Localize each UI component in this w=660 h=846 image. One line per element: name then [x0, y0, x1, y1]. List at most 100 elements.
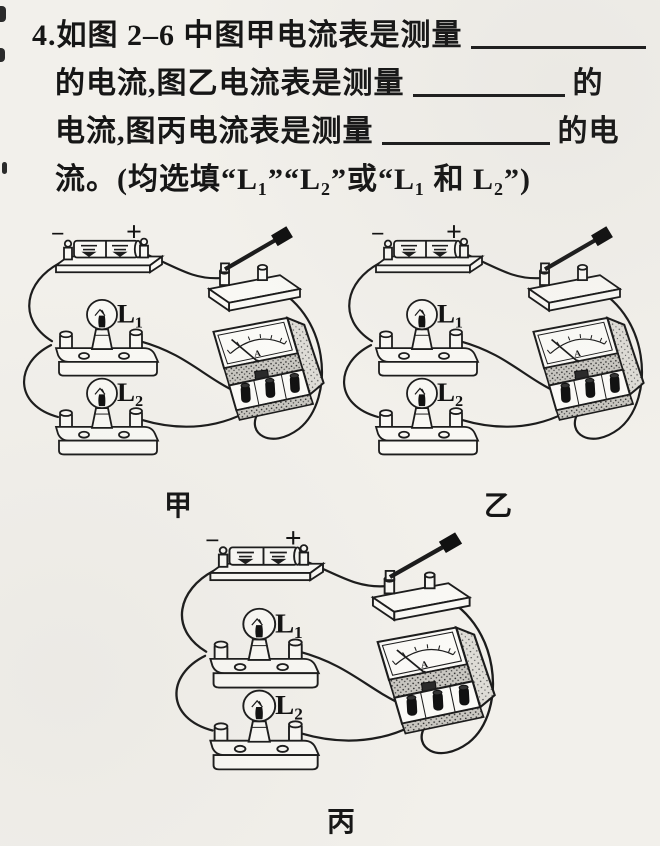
circuit-illustration: − +: [343, 224, 645, 456]
knife-switch: [206, 226, 303, 313]
ammeter: A: [376, 625, 496, 735]
circuit-wires: [175, 561, 495, 755]
lamp1-base-top: [209, 657, 321, 675]
wire-lamp1-to-ammeter: [458, 340, 561, 395]
ammeter-terminals: [560, 372, 620, 403]
wire-battery-to-lamp1: [180, 569, 215, 653]
switch-base-left: [208, 287, 230, 313]
ammeter-panel-divider: [253, 379, 260, 405]
ammeter-dial-border: [537, 321, 613, 365]
battery-cell-markings: [236, 551, 287, 565]
lamp2-base-top: [374, 425, 480, 442]
question-line-2: 的电流,图乙电流表是测量 的: [55, 64, 604, 104]
battery-screw-right: [139, 237, 149, 246]
ammeter-unit-label: A: [421, 660, 429, 671]
battery-plus-label: +: [285, 530, 302, 554]
battery-minus-label: −: [205, 530, 220, 554]
lamp-1: [54, 298, 160, 377]
switch-lever: [223, 237, 278, 272]
battery-base-side: [309, 561, 324, 582]
lamp1-label: L₁: [117, 299, 143, 329]
question-line-1: 4.如图 2–6 中图甲电流表是测量: [32, 16, 646, 56]
lamp2-base-hole: [233, 744, 247, 753]
battery-clip-right: [298, 551, 310, 566]
lamp2-base-top: [54, 425, 160, 442]
ammeter: A: [532, 316, 645, 421]
lamp2-label: L₂: [117, 377, 143, 407]
lamp1-base-hole: [438, 352, 450, 360]
lamp2-base-front: [58, 439, 158, 456]
scan-smudge: [0, 48, 5, 62]
figure-yi: − +: [338, 224, 660, 524]
battery-screw-left: [63, 239, 73, 248]
battery-plus-label: +: [446, 224, 462, 248]
circuit-illustration: − +: [23, 224, 325, 456]
wire-switch-loop-to-ammeter: [573, 283, 644, 440]
lamp1-filament-wire: [94, 308, 106, 316]
circuit-illustration: − +: [175, 530, 496, 771]
figure-bing: − +: [168, 530, 516, 840]
battery-pack: [373, 237, 485, 274]
lamp1-base-hole: [233, 663, 247, 672]
lamp2-post-right-cap: [288, 720, 303, 729]
lamp-1: [209, 607, 321, 689]
switch-post-right-cap: [257, 263, 268, 271]
ammeter-panel-divider: [600, 374, 607, 400]
lamp2-label: L₂: [275, 691, 303, 721]
ammeter-terminals: [406, 684, 470, 716]
lamp1-post-right-cap: [129, 328, 143, 337]
lamp2-filament-wire: [94, 387, 106, 395]
lamp1-label: L₁: [437, 299, 463, 329]
question-number: 4.: [32, 19, 57, 52]
ammeter-needle: [396, 649, 425, 674]
scan-smudge: [0, 6, 6, 22]
ammeter-panel-divider: [573, 379, 580, 405]
ammeter-scale-arc: [229, 338, 285, 355]
battery-screw-right: [299, 544, 309, 553]
lamp1-filament-wire: [414, 308, 426, 316]
question-line-3: 电流,图丙电流表是测量的电: [55, 112, 620, 152]
wire-battery-to-lamp1: [28, 262, 61, 343]
battery-base-side: [469, 254, 483, 274]
lamp-1: [374, 298, 480, 377]
lamp1-base-front: [58, 360, 158, 377]
battery-minus-label: −: [371, 224, 385, 248]
lamp1-base-top: [374, 347, 480, 363]
ammeter-needle: [551, 338, 578, 362]
lamp1-base-hole: [276, 663, 289, 672]
ammeter-panel-divider: [280, 374, 287, 400]
lamp2-post-left-cap: [59, 409, 73, 417]
switch-lever: [543, 237, 598, 272]
lamp1-base-top: [54, 347, 160, 363]
answer-blank-1: [470, 16, 646, 49]
question-text-3b: 的电: [557, 115, 620, 148]
question-text-1: 如图 2–6 中图甲电流表是测量: [56, 19, 463, 52]
lamp2-socket: [410, 407, 434, 429]
lamp2-post-right-cap: [129, 407, 143, 415]
wire-lamp1-to-ammeter: [298, 650, 406, 708]
ammeter-base-strip: [235, 393, 315, 421]
answer-blank-3: [381, 112, 550, 145]
question-text-2b: 的: [572, 67, 604, 100]
switch-handle: [271, 226, 293, 247]
battery-screw-right: [459, 237, 469, 246]
lamp1-post-right-cap: [449, 328, 463, 337]
question-text-2a: 的电流,图乙电流表是测量: [55, 67, 405, 100]
wire-lamp1-to-ammeter: [138, 340, 241, 395]
lamp1-socket: [410, 328, 434, 350]
switch-post-right-cap: [424, 571, 436, 579]
battery-base-front: [55, 264, 151, 274]
lamp1-post-right-cap: [288, 638, 303, 647]
wire-switch-loop-to-ammeter: [420, 592, 495, 755]
lamp2-filament-wire: [414, 387, 426, 395]
ammeter-unit-label: A: [574, 348, 582, 359]
wire-lamp1-to-lamp2: [175, 654, 214, 732]
knife-switch: [526, 226, 623, 313]
battery-pack: [53, 237, 165, 274]
lamp1-post-left-cap: [213, 640, 229, 649]
scan-smudge: [2, 162, 7, 174]
lamp1-socket: [90, 328, 114, 350]
lamp2-socket: [247, 720, 272, 743]
lamp2-label: L₂: [437, 377, 463, 407]
knife-switch: [370, 532, 473, 622]
